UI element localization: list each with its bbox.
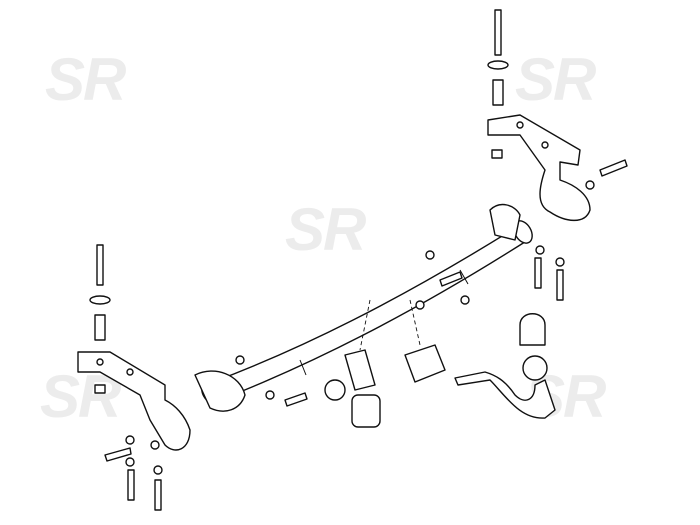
watermark-logo: SR (45, 46, 126, 113)
watermark-logo: SR (285, 196, 366, 263)
nuts-washers (94, 149, 595, 475)
left-bracket (77, 351, 246, 451)
bolts (89, 9, 628, 511)
tow-ball-neck (454, 313, 556, 419)
watermark-logo: SR (515, 46, 596, 113)
socket-plate (324, 299, 446, 428)
right-bracket (487, 114, 591, 241)
